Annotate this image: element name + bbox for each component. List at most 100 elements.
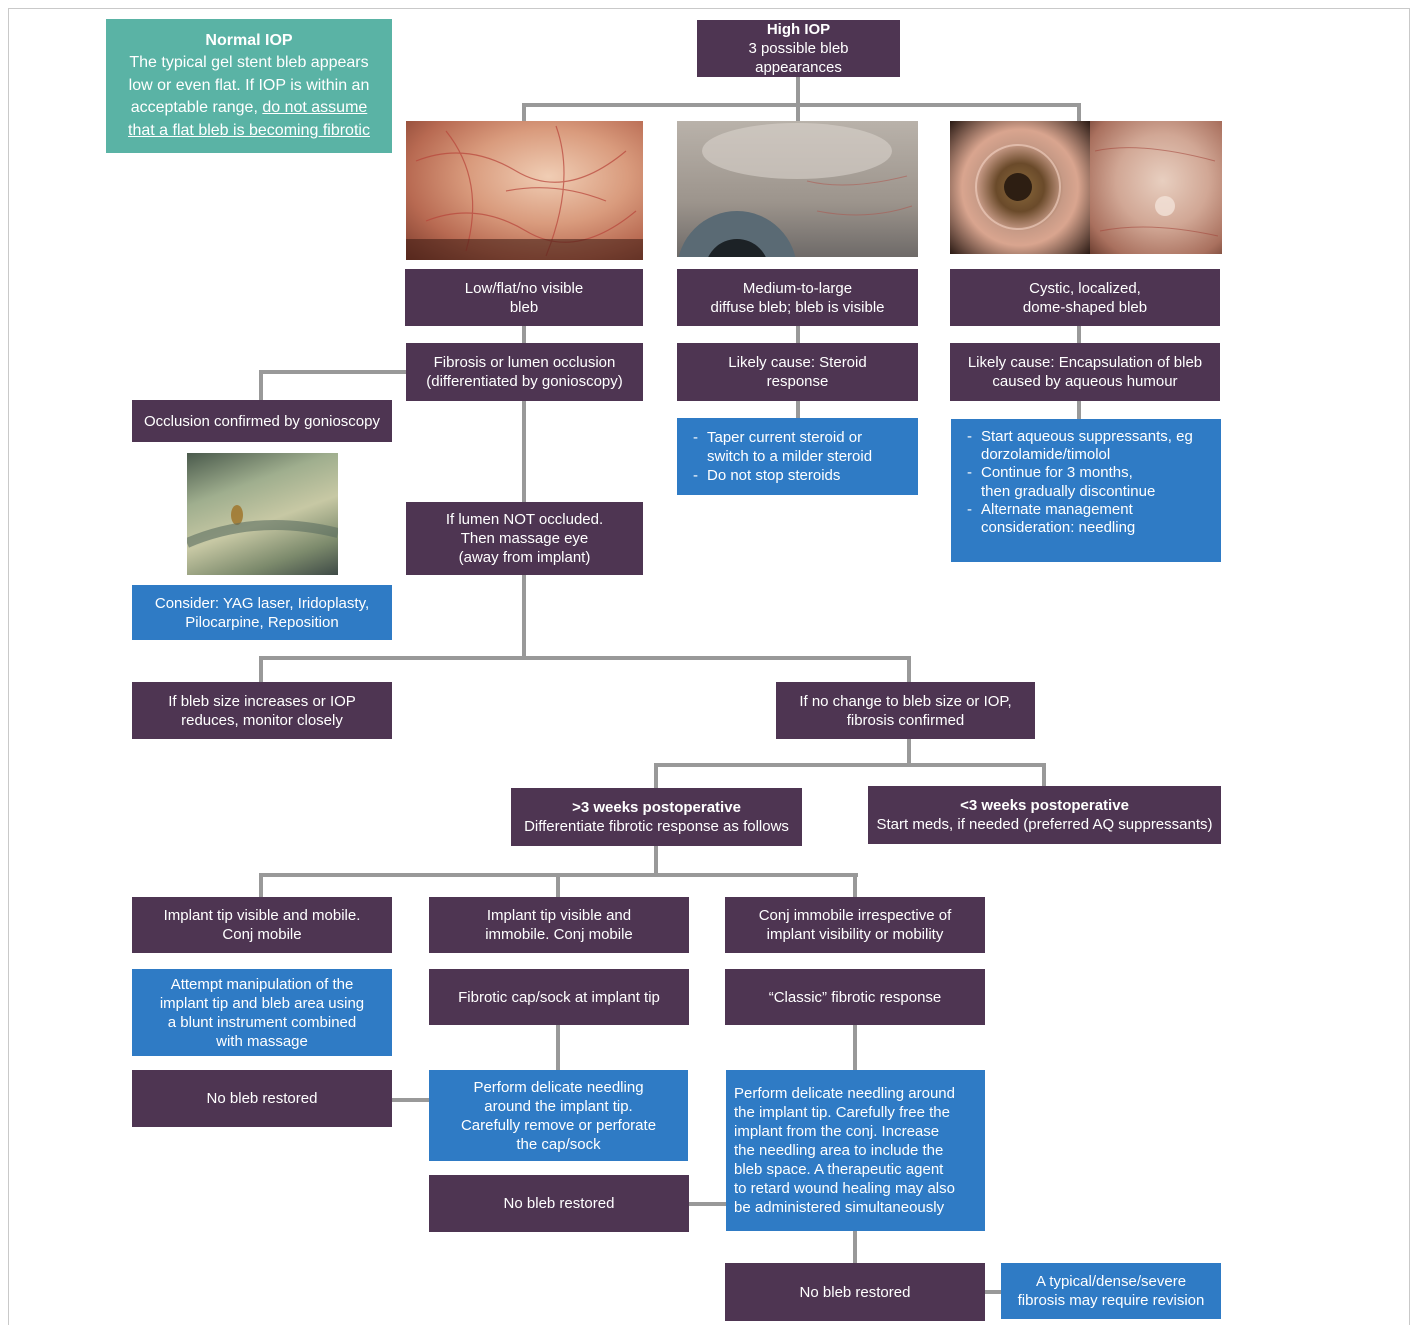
box-line: Conj mobile [222,926,302,943]
box-line: No bleb restored [799,1283,911,1301]
branch-c-finding: “Classic” fibrotic response [725,969,985,1025]
box-line: Cystic, localized, [1029,279,1141,297]
list-item-text: then gradually discontinue [981,482,1156,500]
box-line: Medium-to-large [742,279,853,297]
normal-iop-line-text: acceptable range, [130,99,263,117]
normal-iop-line: low or even flat. If IOP is within an [128,76,370,94]
steroid-actions-list: Taper current steroid or switch to a mild… [685,428,872,485]
list-item-text: Continue for 3 months, [981,464,1133,482]
box-line: around the implant tip. [484,1097,633,1115]
list-item-text: consideration: needling [981,519,1136,537]
box-line: bleb space. A therapeutic agent [734,1161,944,1178]
branch-c-header: Conj immobile irrespective of implant vi… [725,897,985,953]
box-line: with massage [216,1032,308,1050]
box-line: dome-shaped bleb [1022,298,1148,316]
bleb-photo-cystic-closeup [1090,121,1222,254]
box-line: Fibrosis or lumen occlusion [433,354,616,371]
list-item-text: switch to a milder steroid [707,448,873,465]
branch-c-action: Perform delicate needling around the imp… [726,1070,985,1231]
branch-a-result: No bleb restored [132,1070,392,1127]
list-item-text: Do not stop steroids [707,467,841,484]
monitor-closely-box: If bleb size increases or IOP reduces, m… [132,682,392,739]
box-line: Implant tip visible and mobile. [163,907,361,924]
box-line: a blunt instrument combined [167,1013,357,1031]
box-line: caused by aqueous humour [992,373,1178,390]
box-line: fibrosis confirmed [846,711,965,729]
weeks-over-3-title: >3 weeks postoperative [572,799,741,816]
list-item: Start aqueous suppressants, egdorzolamid… [959,428,1193,464]
branch-a-action: Attempt manipulation of the implant tip … [132,969,392,1056]
bleb-photo-diffuse [677,121,918,257]
fibrosis-confirmed-box: If no change to bleb size or IOP, fibros… [776,682,1035,739]
box-line: reduces, monitor closely [181,711,343,729]
list-item-text: Taper current steroid or [707,429,863,446]
branch-b-header: Implant tip visible and immobile. Conj m… [429,897,689,953]
box-line: (differentiated by gonioscopy) [426,373,623,390]
box-line: implant visibility or mobility [766,926,944,943]
box-line: Perform delicate needling around [734,1085,955,1102]
box-line: immobile. Conj mobile [485,926,633,943]
box-line: diffuse bleb; bleb is visible [710,298,885,316]
occlusion-confirmed-box: Occlusion confirmed by gonioscopy [132,400,392,442]
box-line: implant tip and bleb area using [159,994,365,1012]
consider-treatment-box: Consider: YAG laser, Iridoplasty, Piloca… [132,585,392,640]
cause-fibrosis-box: Fibrosis or lumen occlusion (differentia… [406,343,643,401]
branch-b-result: No bleb restored [429,1175,689,1232]
gonioscopy-pattern [187,505,338,548]
box-line: “Classic” fibrotic response [768,988,942,1006]
box-line: If no change to bleb size or IOP, [799,692,1012,710]
branch-b-finding: Fibrotic cap/sock at implant tip [429,969,689,1025]
list-item: Taper current steroid or switch to a mild… [685,428,872,466]
box-line: (away from implant) [458,549,591,566]
normal-iop-line: acceptable range, do not assume [131,97,368,120]
vessel-pattern [406,125,643,260]
box-line: Likely cause: Encapsulation of bleb [967,354,1203,371]
list-item-text: Alternate management [981,500,1133,518]
weeks-over-3-subtitle: Differentiate fibrotic response as follo… [524,818,789,835]
box-line: Attempt manipulation of the [170,975,354,993]
box-line: Likely cause: Steroid [728,354,867,371]
box-line: Conj immobile irrespective of [758,907,952,924]
appearance-flat-box: Low/flat/no visible bleb [405,269,643,326]
high-iop-box: High IOP 3 possible bleb appearances [697,20,900,77]
box-line: Implant tip visible and [486,907,632,924]
revision-note-box: A typical/dense/severe fibrosis may requ… [1001,1263,1221,1319]
eye-pattern [678,123,913,257]
box-line: No bleb restored [503,1195,615,1212]
branch-b-action: Perform delicate needling around the imp… [429,1070,688,1161]
weeks-over-3-box: >3 weeks postoperative Differentiate fib… [511,788,802,846]
box-line: the implant tip. Carefully free the [734,1104,950,1121]
box-line: Perform delicate needling [473,1078,644,1096]
cause-steroid-box: Likely cause: Steroid response [677,343,918,401]
box-line: to retard wound healing may also [734,1180,955,1197]
high-iop-title: High IOP [766,21,831,38]
normal-iop-warning: do not assume [262,99,368,117]
weeks-under-3-title: <3 weeks postoperative [960,797,1129,814]
box-line: If bleb size increases or IOP [168,692,356,710]
normal-iop-warning: that a flat bleb is becoming fibrotic [128,121,370,139]
cause-encapsulation-box: Likely cause: Encapsulation of bleb caus… [950,343,1220,401]
box-line: A typical/dense/severe [1035,1273,1187,1290]
appearance-cystic-box: Cystic, localized, dome-shaped bleb [950,269,1220,326]
box-line: Occlusion confirmed by gonioscopy [144,412,380,430]
appearance-diffuse-box: Medium-to-large diffuse bleb; bleb is vi… [677,269,918,326]
box-line: implant from the conj. Increase [734,1123,940,1140]
box-line: If lumen NOT occluded. [445,511,604,528]
list-item-text: dorzolamide/timolol [981,446,1111,464]
encapsulation-actions-list: Start aqueous suppressants, egdorzolamid… [959,428,1193,537]
box-line: the needling area to include the [734,1142,944,1159]
normal-iop-line: The typical gel stent bleb appears [129,54,369,72]
box-line: Low/flat/no visible [464,279,584,297]
box-line: response [766,373,829,390]
box-line: Fibrotic cap/sock at implant tip [458,988,660,1006]
branch-a-header: Implant tip visible and mobile. Conj mob… [132,897,392,953]
bleb-photo-flat [406,121,643,260]
lumen-not-occluded-box: If lumen NOT occluded. Then massage eye … [406,502,643,575]
weeks-under-3-subtitle: Start meds, if needed (preferred AQ supp… [876,816,1213,833]
box-line: the cap/sock [516,1135,601,1153]
iris-pattern [975,144,1061,230]
box-line: No bleb restored [206,1090,318,1107]
box-line: Pilocarpine, Reposition [185,613,339,631]
